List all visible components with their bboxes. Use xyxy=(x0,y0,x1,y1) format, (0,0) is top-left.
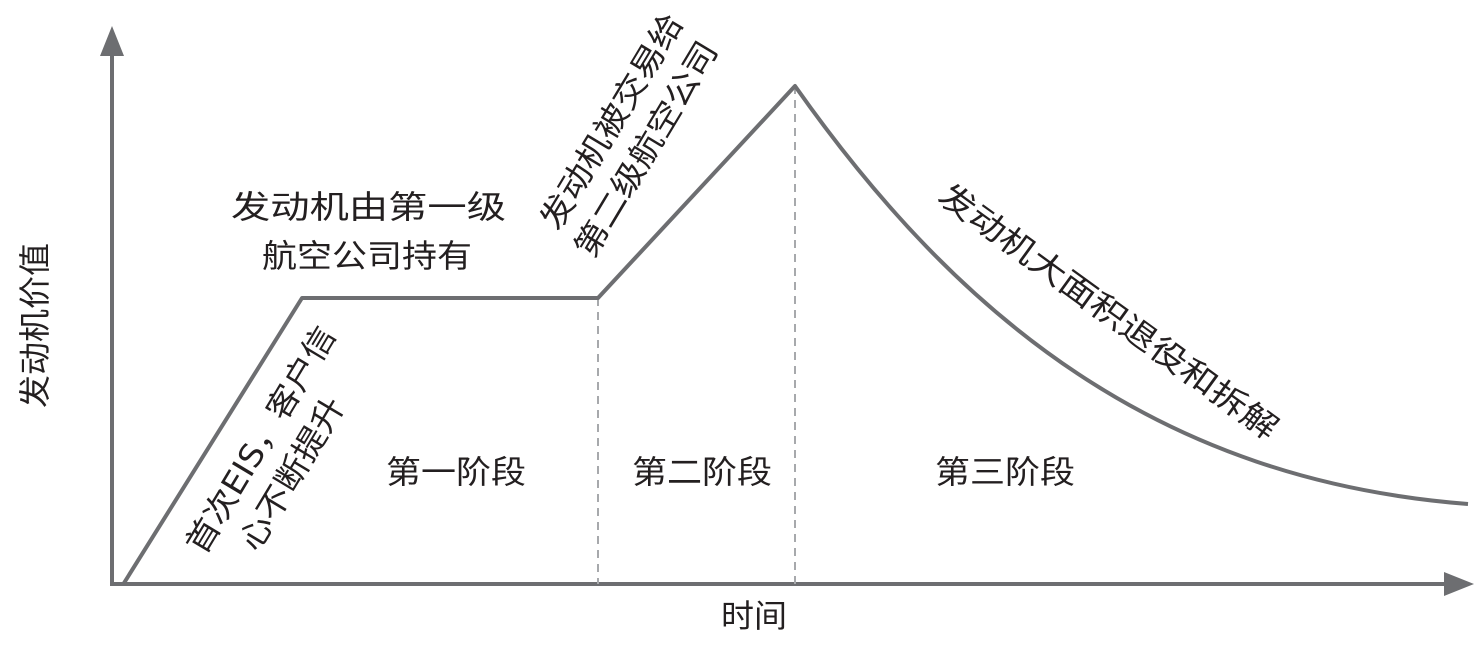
annotation-first-owner-line2: 航空公司持有 xyxy=(262,237,472,275)
annotation-first-owner-line1: 发动机由第一级 xyxy=(231,188,506,226)
x-axis-label: 时间 xyxy=(721,597,787,635)
stage1-label: 第一阶段 xyxy=(386,453,526,491)
annotation-retire: 发动机大面积退役和拆解 xyxy=(931,176,1285,448)
annotation-eis: 首次EIS，客户信 心不断提升 xyxy=(178,319,352,560)
y-axis-arrowhead xyxy=(100,26,124,56)
value-curve xyxy=(122,84,1469,585)
y-axis-label: 发动机价值 xyxy=(16,243,54,408)
stage2-label: 第二阶段 xyxy=(632,453,772,491)
x-axis-arrowhead xyxy=(1444,572,1474,596)
stage3-label: 第三阶段 xyxy=(935,453,1075,491)
annotation-trade: 发动机被交易给 第二级航空公司 xyxy=(532,7,725,264)
